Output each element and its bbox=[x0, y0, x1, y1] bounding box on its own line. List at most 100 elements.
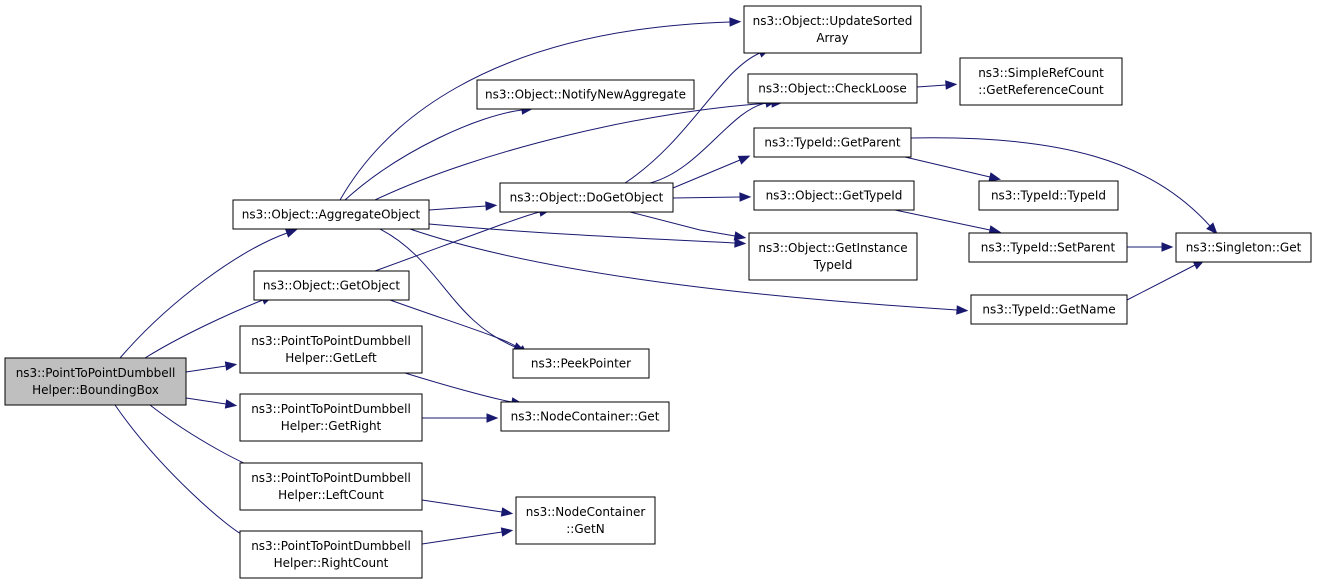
node-simple-ref-count[interactable]: ns3::SimpleRefCount::GetReferenceCount bbox=[959, 57, 1123, 106]
edge-root-to-getLeft bbox=[185, 361, 238, 373]
node-node-container-get[interactable]: ns3::NodeContainer::Get bbox=[500, 401, 670, 432]
node-label: ::GetReferenceCount bbox=[978, 83, 1104, 97]
node-label: ns3::TypeId::GetParent bbox=[764, 136, 900, 150]
edge-aggregateObject-to-updateSortedArray bbox=[339, 17, 742, 201]
edge-leftCount-to-nodeContainerGetN bbox=[421, 499, 514, 517]
edge-doGetObject-to-typeIdGetParent bbox=[672, 155, 751, 189]
edge-line bbox=[344, 109, 523, 201]
edge-line bbox=[910, 137, 1211, 227]
edge-line bbox=[904, 156, 991, 178]
node-box bbox=[232, 199, 430, 230]
node-peek-pointer[interactable]: ns3::PeekPointer bbox=[512, 348, 650, 379]
edge-line bbox=[389, 299, 521, 350]
node-get-object[interactable]: ns3::Object::GetObject bbox=[253, 270, 410, 301]
node-check-loose[interactable]: ns3::Object::CheckLoose bbox=[747, 73, 918, 104]
node-do-get-object[interactable]: ns3::Object::DoGetObject bbox=[499, 182, 674, 213]
edge-typeIdSetParent-to-singletonGet bbox=[1127, 242, 1174, 252]
node-label: ns3::PointToPointDumbbell bbox=[251, 471, 411, 485]
edge-rightCount-to-nodeContainerGetN bbox=[421, 527, 514, 545]
node-type-id-type-id[interactable]: ns3::TypeId::TypeId bbox=[978, 180, 1119, 211]
node-aggregate-object[interactable]: ns3::Object::AggregateObject bbox=[232, 199, 430, 230]
node-label: ns3::TypeId::SetParent bbox=[981, 241, 1116, 255]
arrowhead-icon bbox=[486, 413, 499, 423]
edge-line bbox=[629, 211, 736, 237]
node-get-right[interactable]: ns3::PointToPointDumbbellHelper::GetRigh… bbox=[239, 393, 423, 442]
node-label: ns3::Singleton::Get bbox=[1186, 241, 1302, 255]
edge-line bbox=[1126, 264, 1196, 301]
node-notify-new-aggregate[interactable]: ns3::Object::NotifyNewAggregate bbox=[476, 79, 695, 110]
edge-typeIdGetParent-to-typeIdTypeId bbox=[904, 156, 1002, 182]
arrowhead-icon bbox=[733, 231, 747, 241]
edge-line bbox=[649, 102, 767, 184]
node-type-id-set-parent[interactable]: ns3::TypeId::SetParent bbox=[968, 232, 1128, 263]
edge-getRight-to-nodeContainerGet bbox=[422, 413, 499, 423]
node-label: ns3::Object::DoGetObject bbox=[510, 191, 664, 205]
edge-line bbox=[404, 372, 513, 403]
node-label: ns3::Object::CheckLoose bbox=[758, 82, 906, 96]
node-node-container-get-n[interactable]: ns3::NodeContainer::GetN bbox=[515, 496, 656, 545]
edge-line bbox=[672, 196, 741, 199]
edge-line bbox=[379, 228, 516, 348]
node-box bbox=[239, 325, 423, 374]
node-label: ns3::Object::UpdateSorted bbox=[753, 14, 913, 28]
node-type-id-get-name[interactable]: ns3::TypeId::GetName bbox=[970, 294, 1128, 325]
node-label: ns3::Object::NotifyNewAggregate bbox=[485, 88, 686, 102]
edge-aggregateObject-to-doGetObject bbox=[428, 201, 498, 211]
node-box bbox=[959, 57, 1123, 106]
node-box bbox=[476, 79, 695, 110]
node-box bbox=[500, 401, 670, 432]
edge-typeIdGetParent-to-singletonGet bbox=[910, 137, 1218, 235]
node-label: Helper::RightCount bbox=[274, 556, 389, 570]
edge-getLeft-to-nodeContainerGet bbox=[404, 372, 524, 407]
arrowhead-icon bbox=[956, 305, 969, 315]
edge-line bbox=[894, 209, 991, 231]
node-label: ns3::NodeContainer bbox=[526, 505, 646, 519]
node-type-id-get-parent[interactable]: ns3::TypeId::GetParent bbox=[753, 127, 912, 158]
node-box bbox=[743, 5, 922, 54]
arrowhead-icon bbox=[284, 228, 298, 238]
node-label: ns3::SimpleRefCount bbox=[978, 66, 1104, 80]
node-box bbox=[512, 348, 650, 379]
edge-line bbox=[421, 499, 503, 513]
node-box bbox=[1175, 232, 1312, 263]
edge-root-to-getRight bbox=[185, 397, 238, 409]
arrowhead-icon bbox=[988, 172, 1002, 182]
edge-line bbox=[339, 21, 731, 201]
node-singleton-get[interactable]: ns3::Singleton::Get bbox=[1175, 232, 1312, 263]
edge-line bbox=[428, 223, 736, 244]
node-label: ns3::NodeContainer::Get bbox=[511, 410, 660, 424]
node-box bbox=[4, 357, 187, 406]
edge-line bbox=[624, 52, 761, 184]
edge-doGetObject-to-updateSortedArray bbox=[624, 48, 771, 184]
node-left-count[interactable]: ns3::PointToPointDumbbellHelper::LeftCou… bbox=[239, 462, 423, 511]
node-box bbox=[239, 530, 423, 579]
node-right-count[interactable]: ns3::PointToPointDumbbellHelper::RightCo… bbox=[239, 530, 423, 579]
edge-line bbox=[672, 159, 741, 189]
arrowhead-icon bbox=[485, 201, 498, 211]
arrowhead-icon bbox=[729, 17, 742, 27]
node-box bbox=[978, 180, 1119, 211]
node-box bbox=[748, 232, 918, 281]
node-root[interactable]: ns3::PointToPointDumbbellHelper::Boundin… bbox=[4, 357, 187, 406]
arrowhead-icon bbox=[734, 238, 747, 248]
node-label: TypeId bbox=[813, 258, 853, 272]
arrowhead-icon bbox=[500, 527, 514, 537]
node-box bbox=[515, 496, 656, 545]
edge-line bbox=[374, 102, 773, 201]
node-object-get-type-id[interactable]: ns3::Object::GetTypeId bbox=[753, 180, 915, 211]
node-box bbox=[239, 462, 423, 511]
edge-doGetObject-to-getInstanceTypeId bbox=[629, 211, 747, 241]
edge-line bbox=[428, 205, 487, 211]
arrowhead-icon bbox=[224, 361, 238, 371]
node-box bbox=[968, 232, 1128, 263]
edge-line bbox=[185, 365, 227, 373]
node-label: Helper::GetRight bbox=[281, 419, 382, 433]
node-box bbox=[499, 182, 674, 213]
edge-aggregateObject-to-getInstanceTypeId bbox=[428, 223, 747, 248]
arrowhead-icon bbox=[224, 399, 238, 409]
edge-line bbox=[119, 232, 288, 359]
edge-line bbox=[144, 299, 264, 359]
